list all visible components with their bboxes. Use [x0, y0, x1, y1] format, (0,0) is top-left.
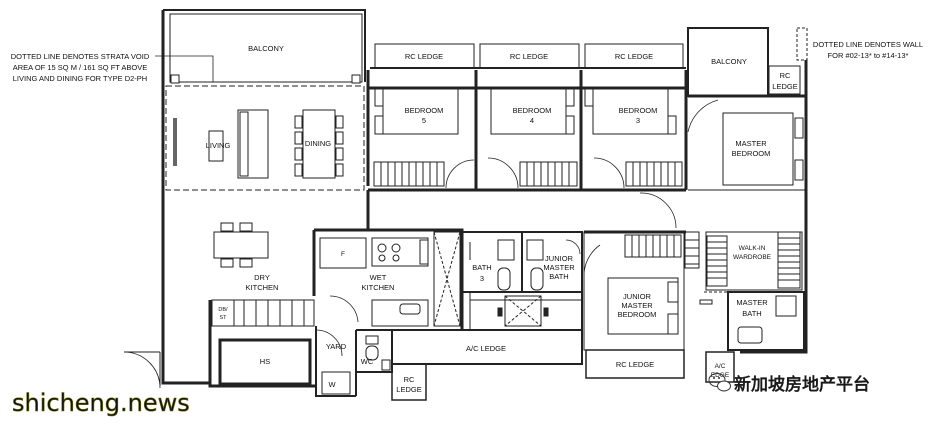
walk-in-wardrobe-area: [705, 231, 803, 291]
label-w: W: [328, 380, 336, 389]
bed-5: [382, 87, 459, 135]
strata-void-outline: [165, 85, 365, 191]
label-bedroom4-2: 4: [530, 116, 534, 125]
label-jm-bedroom-3: BEDROOM: [618, 310, 657, 319]
label-db-st-1: DB/: [218, 307, 228, 313]
label-rc-ledge-right-1: RC: [780, 71, 791, 80]
hs-area: [218, 338, 312, 386]
db-st-area: [211, 299, 235, 327]
rc-ledge-left-bottom-area: [391, 363, 427, 401]
label-jm-bath-2: MASTER: [543, 263, 575, 272]
watermark-site: shicheng.news: [12, 389, 190, 417]
note-right-line-1: DOTTED LINE DENOTES WALL: [813, 40, 923, 49]
label-balcony-main: BALCONY: [248, 44, 284, 53]
label-walk-in-1: WALK-IN: [739, 245, 766, 252]
note-left-line-2: AREA OF 15 SQ M / 161 SQ FT ABOVE: [13, 63, 148, 72]
label-hs: HS: [260, 357, 270, 366]
label-wc: WC: [361, 357, 374, 366]
rc-ledge-bottom-area: [585, 349, 685, 379]
dry-kitchen-table: [213, 231, 269, 259]
label-fridge: F: [341, 251, 345, 258]
note-right-line-2: FOR #02-13* to #14-13*: [828, 51, 909, 60]
label-bedroom4-1: BEDROOM: [513, 106, 552, 115]
label-ac-ledge: A/C LEDGE: [466, 344, 506, 353]
outer-wall-right: [740, 60, 808, 354]
label-rc-ledge-right-2: LEDGE: [772, 82, 797, 91]
label-master-bedroom-1: MASTER: [735, 139, 767, 148]
junior-master-bed: [607, 277, 679, 335]
watermark-channel: 新加坡房地产平台: [734, 375, 870, 395]
wechat-icon: [708, 373, 731, 392]
label-master-bedroom-2: BEDROOM: [732, 149, 771, 158]
label-living: LIVING: [206, 141, 231, 150]
note-left-line-1: DOTTED LINE DENOTES STRATA VOID: [11, 52, 150, 61]
ac-ledge-area: [391, 329, 583, 365]
label-master-bath-1: MASTER: [736, 298, 768, 307]
label-dry-kitchen-2: KITCHEN: [246, 283, 279, 292]
label-rc-ledge-2: RC LEDGE: [510, 52, 548, 61]
wet-kitchen-wall: [314, 228, 464, 330]
master-bath-area: [727, 291, 805, 351]
label-balcony-master: BALCONY: [711, 57, 747, 66]
label-rc-ledge-1: RC LEDGE: [405, 52, 443, 61]
label-jm-bedroom-2: MASTER: [621, 301, 653, 310]
label-db-st-2: ST: [219, 315, 227, 321]
note-left-line-3: LIVING AND DINING FOR TYPE D2-PH: [13, 74, 147, 83]
label-master-bath-2: BATH: [742, 309, 761, 318]
label-wet-kitchen-2: KITCHEN: [362, 283, 395, 292]
label-ac-edge-2: EDGE: [711, 372, 730, 379]
label-rc-ledge-left-bottom-2: LEDGE: [396, 385, 421, 394]
label-bedroom5-2: 5: [422, 116, 426, 125]
label-rc-ledge-3: RC LEDGE: [615, 52, 653, 61]
label-jm-bedroom-1: JUNIOR: [623, 292, 652, 301]
label-dry-kitchen-1: DRY: [254, 273, 270, 282]
label-bedroom3-1: BEDROOM: [619, 106, 658, 115]
label-bedroom3-2: 3: [636, 116, 640, 125]
label-jm-bath-1: JUNIOR: [545, 254, 574, 263]
junior-master-bedroom-area: [583, 231, 685, 351]
label-rc-ledge-bottom: RC LEDGE: [616, 360, 654, 369]
label-bedroom5-1: BEDROOM: [405, 106, 444, 115]
label-dining: DINING: [305, 139, 331, 148]
label-jm-bath-3: BATH: [549, 272, 568, 281]
balcony-main-area: [169, 13, 363, 83]
label-yard: YARD: [326, 342, 347, 351]
bed-3: [592, 87, 669, 135]
label-bath3-2: 3: [480, 274, 484, 283]
label-ac-edge-1: A/C: [715, 363, 726, 370]
label-walk-in-2: WARDROBE: [733, 254, 772, 261]
bed-4: [490, 87, 567, 135]
master-bed: [722, 112, 794, 186]
label-rc-ledge-left-bottom-1: RC: [404, 375, 415, 384]
outer-wall-top: [163, 9, 366, 82]
label-wet-kitchen-1: WET: [370, 273, 387, 282]
outer-wall: [161, 10, 210, 385]
label-bath3-1: BATH: [472, 263, 491, 272]
